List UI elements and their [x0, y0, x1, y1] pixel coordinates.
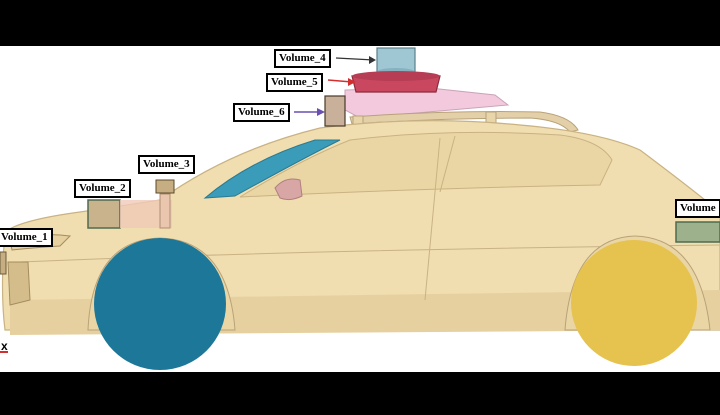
label-volume-6: Volume_6 — [233, 103, 290, 122]
volume-5-top — [352, 71, 440, 81]
car-diagram-svg — [0, 47, 720, 370]
diagram-canvas — [0, 46, 720, 372]
label-volume-1: Volume_1 — [0, 228, 53, 247]
rear-wheel — [571, 240, 697, 366]
volume-6-box — [324, 95, 346, 127]
axis-label-x: x — [1, 339, 8, 353]
volume-7-box — [675, 221, 720, 243]
volume-3-post — [159, 193, 171, 229]
arrow-volume-4 — [335, 57, 375, 61]
door-line-b — [439, 135, 456, 193]
volume-1-box — [0, 251, 7, 275]
arrowhead-volume-4 — [369, 56, 376, 64]
front-wheel — [94, 238, 226, 370]
label-volume-3: Volume_3 — [138, 155, 195, 174]
label-volume-5: Volume_5 — [266, 73, 323, 92]
arrowhead-volume-5 — [348, 78, 356, 86]
bottom-letterbox-bar — [0, 372, 720, 415]
side-window — [239, 131, 613, 198]
label-volume-7: Volume — [675, 199, 720, 218]
label-volume-2: Volume_2 — [74, 179, 131, 198]
label-volume-4: Volume_4 — [274, 49, 331, 68]
door-line-front — [424, 137, 441, 301]
windshield — [203, 139, 341, 199]
volume-3-box — [155, 179, 175, 194]
front-grille — [7, 261, 31, 306]
side-mirror — [274, 178, 303, 201]
top-letterbox-bar — [0, 0, 720, 46]
volume-2-box — [87, 199, 121, 229]
arrowhead-volume-6 — [317, 108, 325, 116]
